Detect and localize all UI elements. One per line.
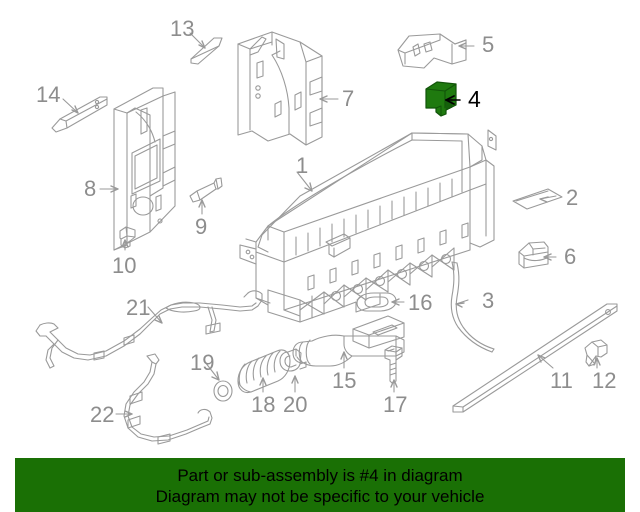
- callout-label-12: 12: [592, 368, 617, 393]
- leader-11: [537, 354, 554, 369]
- callout-label-11: 11: [550, 368, 573, 393]
- leader-16: [391, 298, 405, 306]
- callout-label-17: 17: [383, 392, 408, 417]
- callout-label-21: 21: [126, 295, 151, 320]
- leader-21: [147, 306, 163, 324]
- part-2-flat-cover-panel: [512, 188, 563, 210]
- leader-6: [543, 253, 557, 261]
- part-18-bellows-duct: [237, 349, 291, 394]
- part-14-trim-rail: [51, 96, 108, 133]
- leader-13: [189, 32, 206, 49]
- callout-label-9: 9: [195, 214, 208, 239]
- callout-label-20: 20: [283, 392, 308, 417]
- part-6-small-cover: [518, 241, 549, 269]
- leader-9: [198, 199, 206, 215]
- part-17-screw: [384, 345, 403, 384]
- callout-label-5: 5: [482, 32, 495, 57]
- part-4-highlighted-module: [425, 81, 457, 117]
- notice-banner: Part or sub-assembly is #4 in diagram Di…: [15, 458, 625, 512]
- part-7-mounting-bracket: [237, 31, 323, 146]
- callout-label-13: 13: [170, 16, 195, 41]
- leader-15: [340, 351, 348, 369]
- callout-label-10: 10: [112, 253, 137, 278]
- leader-14: [62, 98, 79, 114]
- leader-18: [259, 377, 267, 393]
- part-20-hose-clamp: [279, 348, 307, 372]
- leader-20: [291, 375, 299, 393]
- callout-label-3: 3: [482, 288, 495, 313]
- leader-19: [204, 361, 220, 381]
- callout-label-19: 19: [190, 350, 215, 375]
- callout-label-14: 14: [36, 82, 61, 107]
- part-22-wire-harness-lower: [123, 353, 213, 445]
- callout-label-16: 16: [408, 290, 433, 315]
- callout-label-6: 6: [564, 244, 577, 269]
- callout-label-7: 7: [342, 86, 355, 111]
- leader-12: [593, 357, 601, 369]
- part-12-hex-bolt: [584, 339, 608, 367]
- part-15-air-duct: [292, 315, 405, 367]
- leader-17: [390, 379, 398, 393]
- callout-label-18: 18: [251, 392, 276, 417]
- part-16-oval-plate: [356, 292, 397, 312]
- part-8-side-panel: [113, 87, 176, 251]
- part-13-trim-wedge: [190, 37, 223, 65]
- part-9-stud-bolt: [189, 177, 223, 203]
- callout-label-8: 8: [84, 176, 97, 201]
- leader-5: [458, 42, 475, 50]
- part-3-seal-strip: [450, 261, 495, 353]
- callout-label-22: 22: [90, 402, 115, 427]
- leader-3: [455, 299, 469, 308]
- leader-8: [99, 185, 119, 193]
- part-11-support-rail: [452, 303, 618, 413]
- callout-label-2: 2: [566, 185, 579, 210]
- callout-label-4: 4: [468, 86, 481, 112]
- notice-line-1: Part or sub-assembly is #4 in diagram: [177, 466, 463, 485]
- callout-label-15: 15: [332, 368, 357, 393]
- leader-10: [121, 239, 129, 251]
- leader-2: [539, 195, 557, 203]
- leader-4: [445, 95, 461, 105]
- leader-1: [296, 171, 313, 192]
- part-1-battery-housing-assembly: [239, 129, 497, 323]
- leader-7: [319, 95, 339, 103]
- leader-22: [115, 410, 133, 418]
- part-21-wire-harness-upper: [35, 290, 263, 369]
- part-5-angled-bracket: [397, 33, 467, 69]
- callout-label-1: 1: [296, 153, 309, 178]
- part-19-ring-grommet: [213, 380, 233, 402]
- notice-line-2: Diagram may not be specific to your vehi…: [155, 487, 485, 506]
- part-10-grommet-nut: [119, 226, 136, 249]
